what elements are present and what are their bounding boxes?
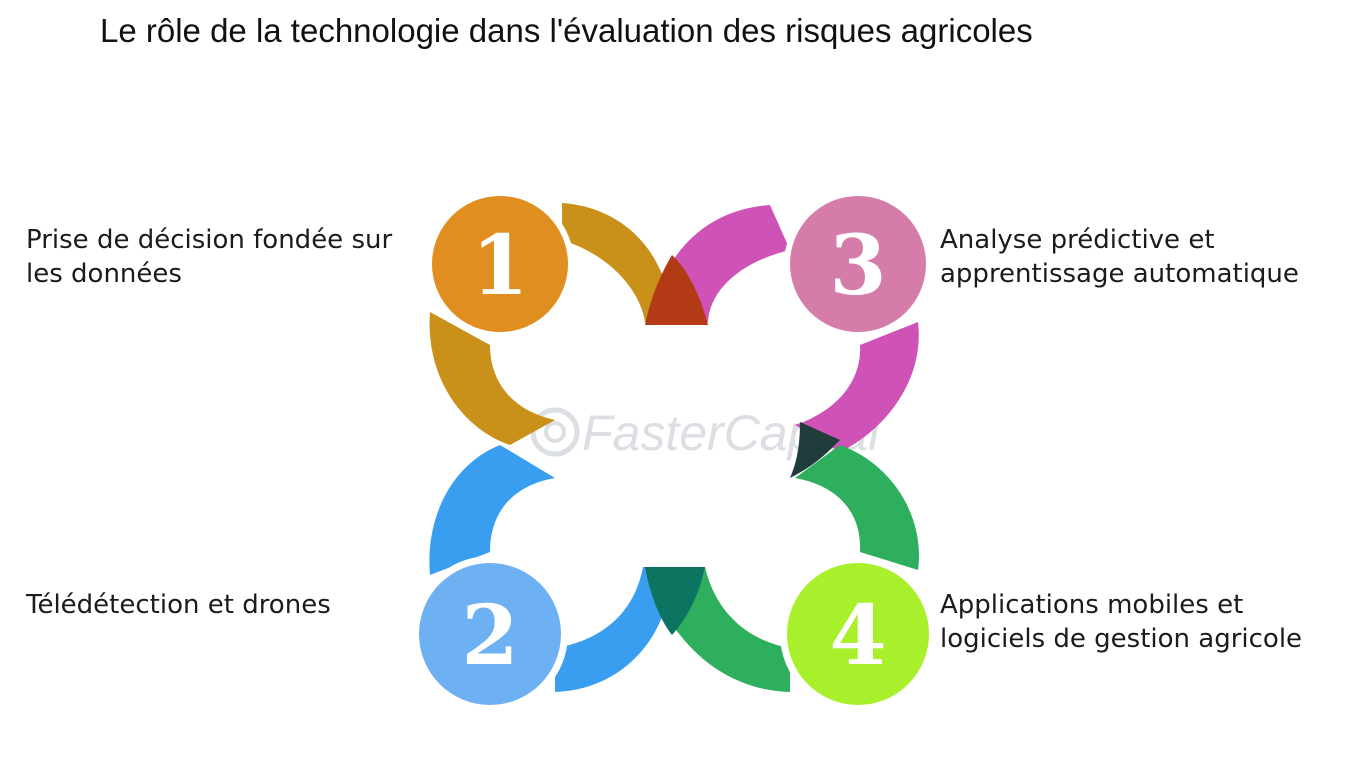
step-1-number: 1: [471, 218, 528, 314]
label-3-line-1: Analyse prédictive et: [940, 225, 1215, 255]
step-3: 3: [784, 190, 932, 338]
arc-2-bottom: [555, 567, 672, 692]
label-2: Télédétection et drones: [26, 588, 331, 622]
step-3-circle: [790, 196, 926, 332]
overlap-top: [645, 255, 708, 325]
label-4-line-1: Applications mobiles et: [940, 590, 1244, 620]
step-1-circle: [432, 196, 568, 332]
step-4-number: 4: [829, 588, 886, 684]
step-1: 1: [426, 190, 574, 338]
step-2: 2: [412, 556, 568, 712]
label-4: Applications mobiles et logiciels de ges…: [940, 588, 1302, 656]
label-1-line-1: Prise de décision fondée sur: [26, 225, 393, 255]
overlap-bottom: [645, 567, 705, 635]
arc-4-right: [795, 445, 920, 570]
label-1-line-2: les données: [26, 259, 182, 289]
label-4-line-2: logiciels de gestion agricole: [940, 624, 1303, 654]
label-3: Analyse prédictive et apprentissage auto…: [940, 223, 1299, 291]
arc-1-top: [562, 203, 672, 322]
page-title: Le rôle de la technologie dans l'évaluat…: [100, 12, 1033, 49]
arc-1-left: [429, 312, 555, 445]
label-2-line-1: Télédétection et drones: [26, 590, 331, 620]
step-2-number: 2: [461, 588, 518, 684]
overlap-right: [790, 422, 840, 478]
label-3-line-2: apprentissage automatique: [940, 259, 1299, 289]
step-2-circle: [419, 563, 561, 705]
arcs: [429, 203, 920, 692]
arc-2-left: [429, 445, 555, 575]
step-3-number: 3: [829, 218, 886, 314]
arc-3-right: [795, 322, 919, 452]
step-4: 4: [780, 556, 936, 712]
step-4-circle: [787, 563, 929, 705]
label-1: Prise de décision fondée sur les données: [26, 223, 392, 291]
